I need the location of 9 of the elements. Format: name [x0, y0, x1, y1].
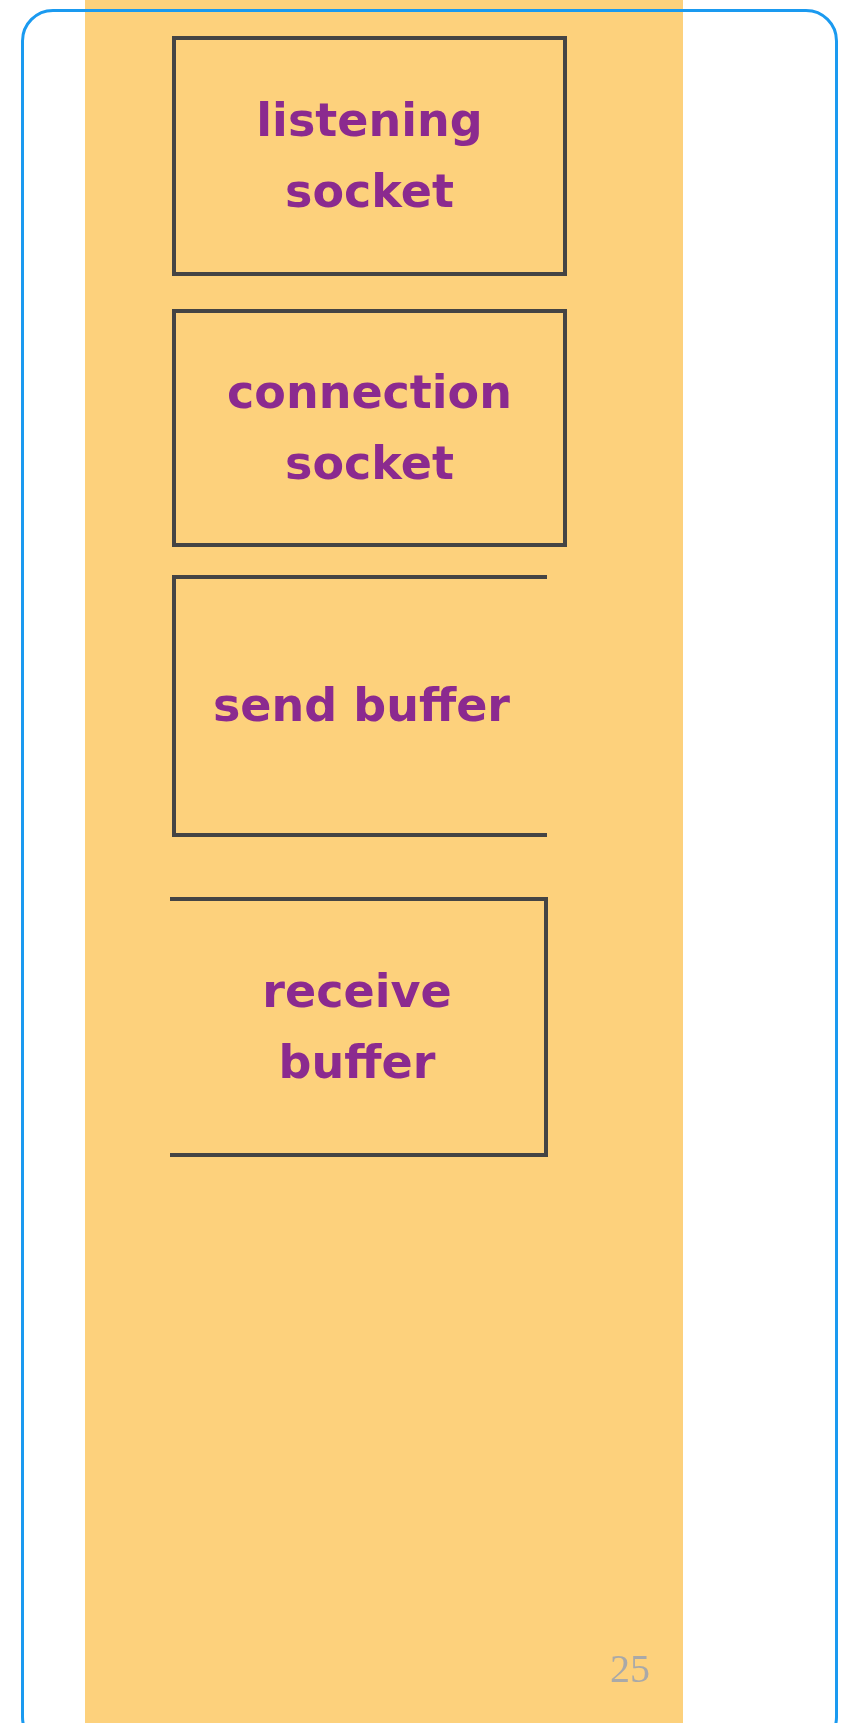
component-box — [170, 897, 548, 1157]
box-label: send buffer — [211, 677, 512, 735]
component-box — [172, 36, 567, 276]
page-number: 25 — [609, 1645, 651, 1692]
box-label: listening socket — [255, 91, 484, 220]
box-label: receive buffer — [261, 962, 453, 1091]
component-box — [172, 575, 547, 837]
component-box — [172, 309, 567, 547]
box-label: connection socket — [226, 363, 513, 492]
